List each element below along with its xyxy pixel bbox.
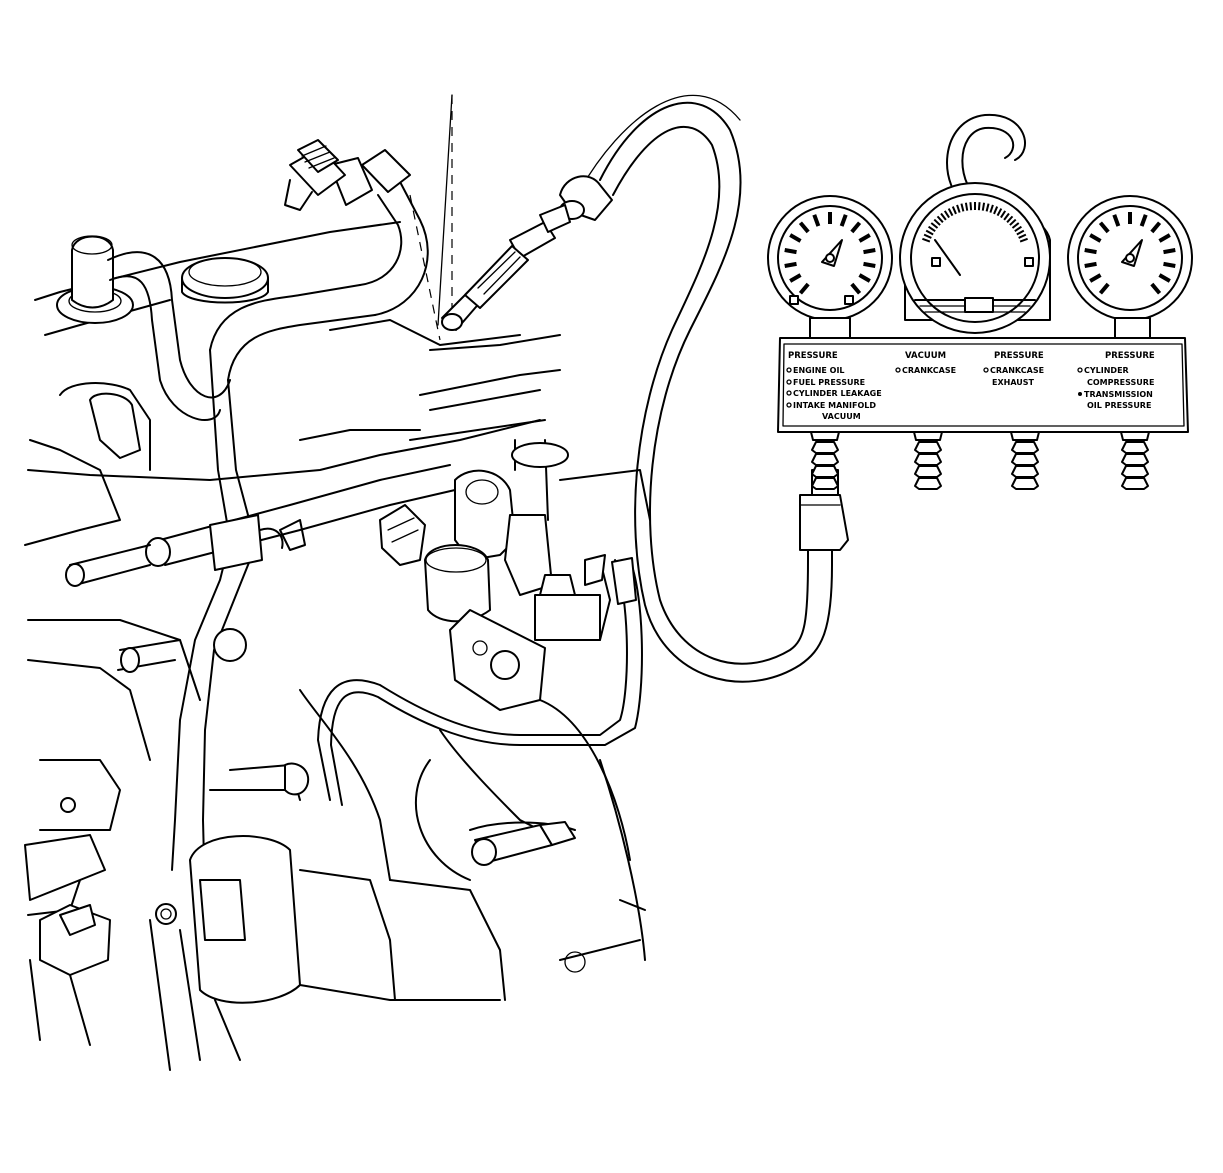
- gauge-tick: [923, 233, 932, 239]
- gauge-tick: [933, 218, 941, 226]
- engine-assembly: [24, 94, 651, 1071]
- gauge-tick: [1112, 214, 1121, 227]
- gauge-set: PRESSURE VACUUM PRESSURE PRESSURE ENGINE…: [767, 113, 1193, 490]
- gauge-tick: [798, 221, 810, 234]
- header-pressure-1: PRESSURE: [788, 351, 838, 361]
- hose-barb: [913, 431, 943, 490]
- item-engine-oil: ENGINE OIL: [793, 366, 845, 375]
- item-fuel-pressure: FUEL PRESSURE: [793, 378, 865, 387]
- gauge-tick: [863, 261, 876, 268]
- hose-barb: [810, 431, 840, 490]
- gauge-tick: [985, 203, 990, 212]
- item-cylinder: CYLINDER: [1084, 366, 1129, 375]
- gauge-tick: [964, 202, 969, 211]
- gauge-panel-text: PRESSURE VACUUM PRESSURE PRESSURE ENGINE…: [786, 351, 1155, 421]
- gauge-tick: [1009, 218, 1017, 226]
- hose-barbs: [810, 431, 1150, 490]
- gauge-tick: [936, 215, 944, 223]
- gauge-tick: [1003, 212, 1010, 221]
- gauge-tick: [1014, 225, 1022, 232]
- header-pressure-2: PRESSURE: [994, 351, 1044, 361]
- gauge-tick: [858, 233, 871, 243]
- gauge-tick: [951, 206, 957, 215]
- gauge-tick: [784, 248, 797, 255]
- gauge-tick: [812, 214, 821, 227]
- pressure-gauge-right: [1067, 195, 1193, 341]
- gauge-tick: [1084, 248, 1097, 255]
- gauge-tick: [850, 221, 862, 234]
- gauge-tick: [1089, 233, 1102, 243]
- gauge-tick: [1150, 221, 1162, 234]
- hose-barb: [1120, 431, 1150, 490]
- item-exhaust-sub: EXHAUST: [992, 378, 1035, 387]
- gauge-tick: [789, 273, 802, 283]
- item-intake-manifold: INTAKE MANIFOLD: [793, 401, 876, 410]
- item-compressure-sub: COMPRESSURE: [1087, 378, 1154, 387]
- gauge-tick: [839, 214, 848, 227]
- gauge-tick: [1019, 237, 1028, 243]
- gauge-tick: [943, 210, 950, 219]
- item-vacuum-sub: VACUUM: [822, 412, 861, 421]
- gauge-tick: [850, 282, 862, 295]
- gauge-tick: [1158, 273, 1171, 283]
- gauge-tick: [1016, 229, 1025, 236]
- gauge-tick: [1000, 210, 1007, 219]
- gauge-tick: [1084, 261, 1097, 268]
- gauge-tick: [1098, 282, 1110, 295]
- gauge-tick: [960, 203, 965, 212]
- gauge-tick: [1011, 222, 1020, 229]
- gauge-tick: [863, 248, 876, 255]
- gauge-tick: [928, 225, 936, 232]
- item-oil-pressure-sub: OIL PRESSURE: [1087, 401, 1151, 410]
- gauge-tick: [858, 273, 871, 283]
- item-crankcase-press: CRANKCASE: [990, 366, 1044, 375]
- item-crankcase-vac: CRANKCASE: [902, 366, 956, 375]
- vacuum-gauge-center: [899, 182, 1051, 334]
- gauge-tick: [996, 208, 1003, 217]
- gauge-tick: [977, 202, 981, 211]
- header-pressure-3: PRESSURE: [1105, 351, 1155, 361]
- gauge-tick: [798, 282, 810, 295]
- gauge-tick: [922, 237, 931, 243]
- gauge-tick: [989, 204, 994, 213]
- gauge-tick: [930, 222, 939, 229]
- item-transmission: TRANSMISSION: [1084, 390, 1153, 399]
- gauge-tick: [1158, 233, 1171, 243]
- gauge-tick: [1018, 233, 1027, 239]
- gauge-tick: [789, 233, 802, 243]
- gauge-tick: [1098, 221, 1110, 234]
- gauge-tick: [956, 204, 961, 213]
- header-vacuum: VACUUM: [905, 351, 946, 361]
- gauge-tick: [940, 212, 947, 221]
- gauge-tick: [947, 208, 954, 217]
- gauge-tick: [981, 202, 986, 211]
- hose-barb: [1010, 431, 1040, 490]
- gauge-tick: [925, 229, 934, 236]
- gauge-tick: [1089, 273, 1102, 283]
- gauge-tick: [1139, 214, 1148, 227]
- gauge-tick: [1163, 261, 1176, 268]
- gauge-tick: [784, 261, 797, 268]
- gauge-tick: [1150, 282, 1162, 295]
- pressure-gauge-left: [767, 195, 893, 341]
- gauge-tick: [969, 202, 973, 211]
- gauge-tick: [1006, 215, 1014, 223]
- item-cylinder-leakage: CYLINDER LEAKAGE: [793, 389, 882, 398]
- gauge-tick: [993, 206, 999, 215]
- gauge-tick: [1163, 248, 1176, 255]
